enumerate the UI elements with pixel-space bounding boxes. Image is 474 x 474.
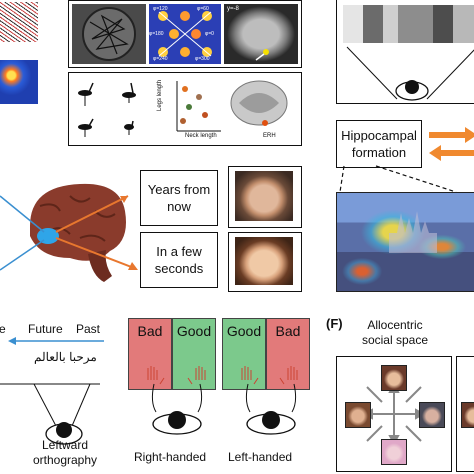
highlight-region	[37, 228, 59, 244]
hippocampal-line-1: Hippocampal	[341, 128, 417, 143]
brain-illustration	[0, 183, 138, 282]
older-face-photo	[235, 171, 293, 221]
timeline-past: Past	[76, 322, 101, 336]
orthography-caption-1: Leftward	[41, 438, 89, 452]
arabic-text: مرحبا بالعالم	[34, 350, 97, 364]
grid-angle-label: φ=60	[197, 6, 209, 12]
right-handed-caption: Right-handed	[134, 450, 207, 464]
city-heatmap-image	[336, 192, 474, 292]
social-title-2: social space	[361, 333, 429, 347]
brain-region-label: ERH	[263, 133, 276, 139]
hands-diagram	[147, 366, 298, 435]
grid-angle-label: φ=120	[153, 6, 168, 12]
social-title-1: Allocentric	[367, 318, 423, 332]
axis-label-y: Legs length	[157, 79, 163, 111]
timeline-left-word: e	[0, 322, 6, 336]
axis-label-x: Neck length	[185, 133, 217, 139]
observer-diagram	[346, 46, 474, 101]
rat-trajectory-image	[72, 4, 146, 64]
left-arrow-icon	[429, 145, 474, 161]
reader-diagram	[0, 383, 100, 445]
seconds-line-2: seconds	[154, 261, 204, 276]
bad-label: Bad	[137, 323, 163, 339]
younger-face-box	[228, 232, 302, 292]
good-label: Good	[226, 323, 262, 339]
face-top	[381, 365, 407, 391]
mri-slice-image: y=-8	[224, 4, 298, 64]
panel-letter-f: (F)	[326, 316, 343, 331]
mri-highlight	[255, 49, 269, 61]
seconds-line-1: In a few	[156, 244, 202, 259]
hand-icon	[187, 366, 206, 385]
years-from-now-box: Years from now	[140, 170, 218, 226]
left-arrow-icon	[8, 337, 16, 345]
hippocampal-label: Hippocampal formation	[337, 127, 421, 161]
hand-icon	[147, 366, 165, 385]
mri-label: y=-8	[227, 6, 239, 12]
grid-blobs	[158, 11, 212, 57]
grid-angle-label: φ=0	[205, 31, 214, 37]
hippocampal-exchange-arrows	[429, 127, 474, 161]
seconds-label: In a few seconds	[141, 243, 217, 277]
few-seconds-box: In a few seconds	[140, 232, 218, 288]
cropped-right-panel	[456, 356, 474, 472]
right-handed-good-panel: Good	[172, 318, 216, 390]
social-space-panel	[336, 356, 452, 472]
hexagonal-grid-image: φ=120 φ=60 φ=180 φ=0 φ=240 φ=300	[149, 4, 221, 64]
hippocampal-line-2: formation	[351, 145, 407, 160]
city-view-panel	[336, 0, 474, 104]
face-bottom	[381, 439, 407, 465]
years-line-1: Years from	[147, 182, 211, 197]
hand-icon	[279, 366, 298, 385]
right-arrow-icon	[429, 127, 474, 143]
face-right	[419, 402, 445, 428]
city-photo-strip	[343, 5, 474, 43]
timeline-arrow	[8, 337, 104, 345]
grid-angle-label: φ=240	[153, 56, 168, 62]
right-handed-bad-panel: Bad	[128, 318, 172, 390]
cathedral-silhouette	[389, 211, 437, 253]
trajectory-lines	[82, 7, 136, 61]
younger-face-photo	[235, 237, 293, 285]
face-left	[345, 402, 371, 428]
firing-heatmap-fragment	[0, 60, 38, 104]
timeline-future: Future	[28, 322, 63, 336]
social-space-title: Allocentric social space	[350, 318, 440, 348]
grid-angle-label: φ=300	[195, 56, 210, 62]
years-label: Years from now	[141, 181, 217, 215]
bad-label: Bad	[275, 323, 301, 339]
older-face-box	[228, 166, 302, 228]
orthography-caption: Leftward orthography	[22, 438, 108, 468]
left-handed-good-panel: Good	[222, 318, 266, 390]
bird-space-diagram	[78, 80, 288, 137]
dashed-connectors	[339, 165, 457, 193]
hippocampal-formation-box: Hippocampal formation	[336, 120, 422, 168]
face-cropped	[461, 402, 474, 428]
grid-cell-panel: φ=120 φ=60 φ=180 φ=0 φ=240 φ=300 y=-8	[68, 0, 302, 68]
trajectory-map-fragment	[0, 2, 38, 42]
years-line-2: now	[167, 199, 191, 214]
grid-angle-label: φ=180	[149, 31, 164, 37]
hand-icon	[241, 366, 259, 385]
left-handed-caption: Left-handed	[228, 450, 293, 464]
orthography-caption-2: orthography	[32, 453, 98, 467]
good-label: Good	[176, 323, 212, 339]
concept-space-panel: Legs length Neck length ERH	[68, 72, 302, 146]
